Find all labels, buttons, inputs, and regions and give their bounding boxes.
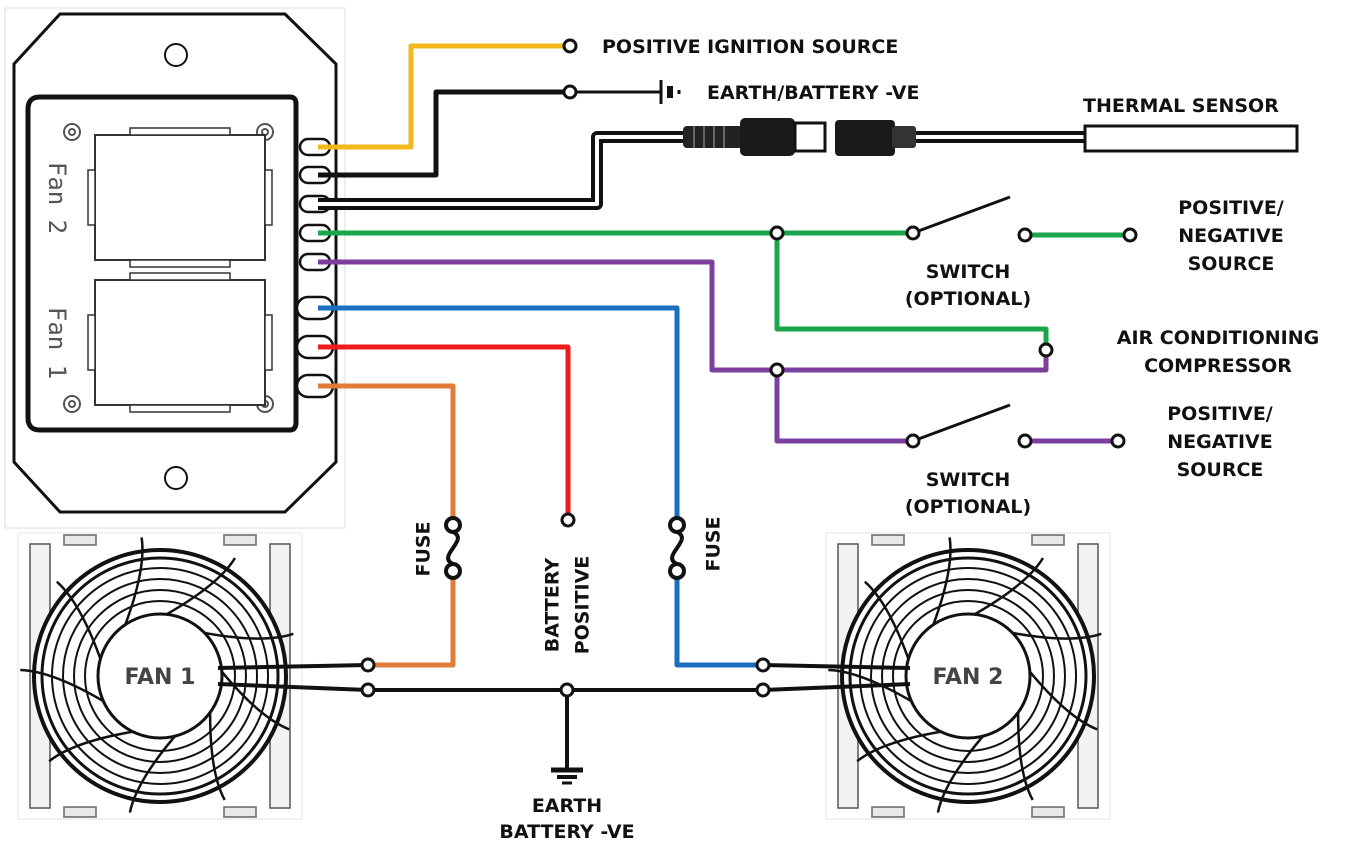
- label-aircon-line2: COMPRESSOR: [1144, 355, 1292, 377]
- label-switch1-line1: SWITCH: [926, 261, 1011, 283]
- terminals: [360, 38, 1138, 698]
- label-fuse-left: FUSE: [413, 521, 435, 576]
- label-source1-line1: POSITIVE/: [1178, 197, 1284, 219]
- label-switch2-line2: (OPTIONAL): [905, 496, 1031, 518]
- ground-symbol-icon: [551, 767, 583, 785]
- label-aircon-line1: AIR CONDITIONING: [1117, 327, 1320, 349]
- ac-output-branch-wire: [774, 370, 913, 444]
- label-switch1-line2: (OPTIONAL): [905, 288, 1031, 310]
- fan1-module-label: Fan 1: [43, 307, 71, 379]
- fan1-lead-top: [217, 663, 369, 670]
- label-source2-line2: NEGATIVE: [1167, 431, 1272, 453]
- label-battery-line2: POSITIVE: [572, 556, 594, 655]
- fan1-label: FAN 1: [125, 665, 196, 690]
- fan2-wire: [318, 305, 680, 518]
- fan1-wire-lower: [368, 578, 456, 668]
- label-source1-line3: SOURCE: [1188, 253, 1275, 275]
- label-source1-line2: NEGATIVE: [1178, 225, 1283, 247]
- ac-input-branch-wire: [774, 233, 1049, 350]
- label-thermal-sensor: THERMAL SENSOR: [1083, 95, 1279, 117]
- label-source2-line1: POSITIVE/: [1167, 403, 1273, 425]
- fuse-right-symbol: [668, 516, 686, 580]
- fan1-assembly: FAN 1: [16, 531, 304, 821]
- earth-wire-top: [318, 89, 570, 178]
- fan1-lead-bottom: [217, 682, 369, 692]
- thermal-sensor-body: [1083, 124, 1299, 153]
- label-earth-bottom-line1: EARTH: [532, 795, 602, 817]
- fuse-left-symbol: [444, 516, 462, 580]
- fan2-label: FAN 2: [933, 665, 1004, 690]
- fan2-lead-top: [762, 663, 911, 670]
- fan2-lead-bottom: [762, 682, 911, 692]
- label-positive-ignition: POSITIVE IGNITION SOURCE: [602, 36, 898, 58]
- ac-output-wire: [318, 259, 1049, 373]
- switch2-blade: [912, 403, 1011, 443]
- label-earth-bottom-line2: BATTERY -VE: [499, 821, 634, 843]
- sensor-connector-right: [835, 120, 916, 156]
- controller-module: Fan 2 Fan 1: [4, 7, 346, 529]
- label-source2-line3: SOURCE: [1177, 459, 1264, 481]
- sensor-cable-inner: [318, 135, 690, 206]
- fan2-wire-lower: [674, 578, 763, 668]
- switch1-blade: [912, 195, 1011, 235]
- fan2-assembly: FAN 2: [824, 531, 1112, 821]
- fan1-wire: [318, 383, 456, 518]
- fan2-module-label: Fan 2: [43, 162, 71, 234]
- battery-symbol-icon: [659, 80, 681, 104]
- label-earth-battery-top: EARTH/BATTERY -VE: [707, 82, 919, 104]
- label-battery-line1: BATTERY: [542, 558, 564, 653]
- ignition-wire: [318, 43, 570, 150]
- sensor-connector-left: [683, 118, 827, 156]
- label-switch2-line1: SWITCH: [926, 469, 1011, 491]
- label-fuse-right: FUSE: [703, 516, 725, 571]
- battery-wire: [318, 344, 571, 514]
